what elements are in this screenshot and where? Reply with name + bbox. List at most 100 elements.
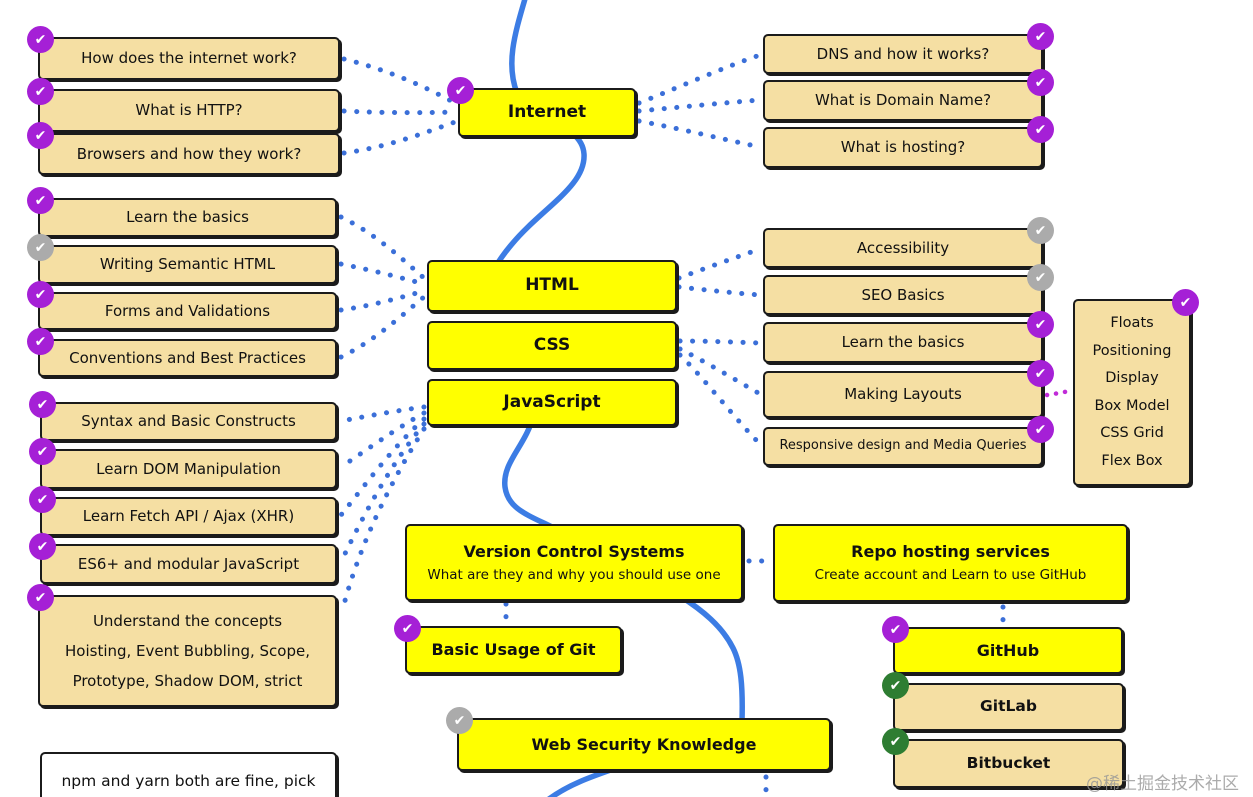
node-label: Responsive design and Media Queries bbox=[779, 438, 1027, 454]
check-done-icon: ✔ bbox=[27, 584, 54, 611]
check-done-icon: ✔ bbox=[27, 26, 54, 53]
node-label: Browsers and how they work? bbox=[76, 144, 302, 163]
node-label: npm and yarn both are fine, pick bbox=[61, 772, 316, 790]
node-label: Syntax and Basic Constructs bbox=[81, 412, 296, 431]
check-done-icon: ✔ bbox=[1027, 69, 1054, 96]
juejin-watermark: @稀土掘金技术社区 bbox=[1086, 774, 1239, 794]
curve-mid bbox=[502, 411, 557, 531]
node-label: How does the internet work? bbox=[81, 49, 297, 68]
node-dns-and-how-it-works[interactable]: ✔ DNS and how it works? bbox=[763, 23, 1054, 74]
node-writing-semantic-html[interactable]: ✔ Writing Semantic HTML bbox=[27, 234, 337, 284]
node-es6-and-modular-javascript[interactable]: ✔ ES6+ and modular JavaScript bbox=[29, 533, 337, 584]
node-label: HTML bbox=[525, 275, 579, 296]
node-gitlab[interactable]: ✔ GitLab bbox=[882, 672, 1124, 731]
node-label: SEO Basics bbox=[861, 285, 945, 304]
node-what-is-domain-name[interactable]: ✔ What is Domain Name? bbox=[763, 69, 1054, 121]
node-bitbucket[interactable]: ✔ Bitbucket bbox=[882, 728, 1124, 788]
node-learn-fetch-api-ajax-xhr[interactable]: ✔ Learn Fetch API / Ajax (XHR) bbox=[29, 486, 337, 536]
node-css[interactable]: CSS bbox=[427, 321, 677, 370]
node-label: Conventions and Best Practices bbox=[69, 348, 306, 367]
node-label-line: Floats bbox=[1110, 315, 1154, 331]
check-done-icon: ✔ bbox=[447, 77, 474, 104]
check-done-icon: ✔ bbox=[29, 533, 56, 560]
check-done-icon: ✔ bbox=[27, 187, 54, 214]
node-label-line: Flex Box bbox=[1101, 452, 1163, 469]
node-label: Bitbucket bbox=[966, 753, 1051, 772]
node-label: DNS and how it works? bbox=[816, 44, 990, 63]
node-label: GitLab bbox=[980, 697, 1037, 716]
node-label-line: Prototype, Shadow DOM, strict bbox=[72, 672, 303, 690]
node-accessibility[interactable]: ✔ Accessibility bbox=[763, 217, 1054, 268]
node-learn-dom-manipulation[interactable]: ✔ Learn DOM Manipulation bbox=[29, 438, 337, 489]
node-label: Internet bbox=[507, 101, 587, 122]
node-label-line: Box Model bbox=[1094, 397, 1170, 414]
node-basic-usage-of-git[interactable]: ✔ Basic Usage of Git bbox=[394, 615, 622, 674]
node-syntax-and-basic-constructs[interactable]: ✔ Syntax and Basic Constructs bbox=[29, 391, 337, 441]
node-label-line: Positioning bbox=[1092, 342, 1172, 359]
node-seo-basics[interactable]: ✔ SEO Basics bbox=[763, 264, 1054, 315]
curve-lower bbox=[677, 593, 745, 725]
node-label: Forms and Validations bbox=[104, 301, 271, 320]
node-label: Learn Fetch API / Ajax (XHR) bbox=[82, 507, 295, 526]
check-done-icon: ✔ bbox=[29, 438, 56, 465]
check-done-icon: ✔ bbox=[1027, 311, 1054, 338]
check-done-icon: ✔ bbox=[1027, 116, 1054, 143]
node-version-control-systems[interactable]: Version Control Systems What are they an… bbox=[405, 524, 743, 601]
node-javascript[interactable]: JavaScript bbox=[427, 379, 677, 426]
node-label: Web Security Knowledge bbox=[531, 734, 757, 754]
node-how-does-the-internet-work[interactable]: ✔ How does the internet work? bbox=[27, 26, 340, 80]
node-label: ES6+ and modular JavaScript bbox=[77, 554, 300, 573]
check-done-icon: ✔ bbox=[27, 281, 54, 308]
check-done-icon: ✔ bbox=[1027, 360, 1054, 387]
purple-dotted-connector bbox=[1044, 388, 1074, 398]
check-done-icon: ✔ bbox=[27, 122, 54, 149]
check-done-icon: ✔ bbox=[882, 616, 909, 643]
node-subtitle: What are they and why you should use one bbox=[427, 566, 721, 583]
node-label-line: CSS Grid bbox=[1100, 425, 1164, 441]
node-label: CSS bbox=[533, 334, 571, 355]
node-web-security-knowledge[interactable]: ✔ Web Security Knowledge bbox=[446, 707, 831, 771]
node-internet[interactable]: ✔ Internet bbox=[447, 77, 636, 137]
check-done-icon: ✔ bbox=[1027, 416, 1054, 443]
node-css-layout-concepts[interactable]: ✔ Floats Positioning Display Box Model C… bbox=[1073, 289, 1199, 486]
node-repo-hosting-services[interactable]: Repo hosting services Create account and… bbox=[773, 524, 1128, 602]
check-skipped-icon: ✔ bbox=[27, 234, 54, 261]
check-done-icon: ✔ bbox=[27, 78, 54, 105]
check-done-icon: ✔ bbox=[1172, 289, 1199, 316]
node-label: What is hosting? bbox=[840, 138, 966, 157]
node-label: Making Layouts bbox=[844, 385, 962, 404]
node-responsive-design-media-queries[interactable]: ✔ Responsive design and Media Queries bbox=[763, 416, 1054, 466]
node-label: Basic Usage of Git bbox=[431, 640, 596, 659]
node-understand-the-concepts[interactable]: ✔ Understand the concepts Hoisting, Even… bbox=[27, 584, 337, 707]
node-browsers-and-how-they-work[interactable]: ✔ Browsers and how they work? bbox=[27, 122, 340, 175]
node-label: JavaScript bbox=[503, 391, 601, 412]
node-label: GitHub bbox=[976, 640, 1040, 660]
check-done-icon: ✔ bbox=[29, 486, 56, 513]
check-done-icon: ✔ bbox=[394, 615, 421, 642]
node-label: Learn the basics bbox=[841, 333, 965, 352]
node-css-learn-the-basics[interactable]: ✔ Learn the basics bbox=[763, 311, 1054, 363]
node-label: What is HTTP? bbox=[135, 101, 243, 120]
check-done-icon: ✔ bbox=[1027, 23, 1054, 50]
node-making-layouts[interactable]: ✔ Making Layouts bbox=[763, 360, 1054, 418]
check-skipped-icon: ✔ bbox=[1027, 264, 1054, 291]
node-npm-yarn-note[interactable]: npm and yarn both are fine, pick bbox=[40, 752, 337, 797]
check-skipped-icon: ✔ bbox=[1027, 217, 1054, 244]
check-done-icon: ✔ bbox=[27, 328, 54, 355]
blue-dotted-connectors bbox=[338, 52, 1006, 797]
node-label-line: Understand the concepts bbox=[92, 612, 283, 630]
node-what-is-hosting[interactable]: ✔ What is hosting? bbox=[763, 116, 1054, 168]
curve-top bbox=[485, 0, 587, 297]
node-label: Accessibility bbox=[856, 238, 950, 257]
node-forms-and-validations[interactable]: ✔ Forms and Validations bbox=[27, 281, 337, 330]
check-done-alt-icon: ✔ bbox=[882, 672, 909, 699]
node-html-learn-the-basics[interactable]: ✔ Learn the basics bbox=[27, 187, 337, 237]
node-html[interactable]: HTML bbox=[427, 260, 677, 312]
node-subtitle: Create account and Learn to use GitHub bbox=[814, 567, 1087, 584]
node-title: Version Control Systems bbox=[463, 541, 685, 561]
node-conventions-and-best-practices[interactable]: ✔ Conventions and Best Practices bbox=[27, 328, 337, 377]
node-github[interactable]: ✔ GitHub bbox=[882, 616, 1123, 674]
check-skipped-icon: ✔ bbox=[446, 707, 473, 734]
node-what-is-http[interactable]: ✔ What is HTTP? bbox=[27, 78, 340, 132]
